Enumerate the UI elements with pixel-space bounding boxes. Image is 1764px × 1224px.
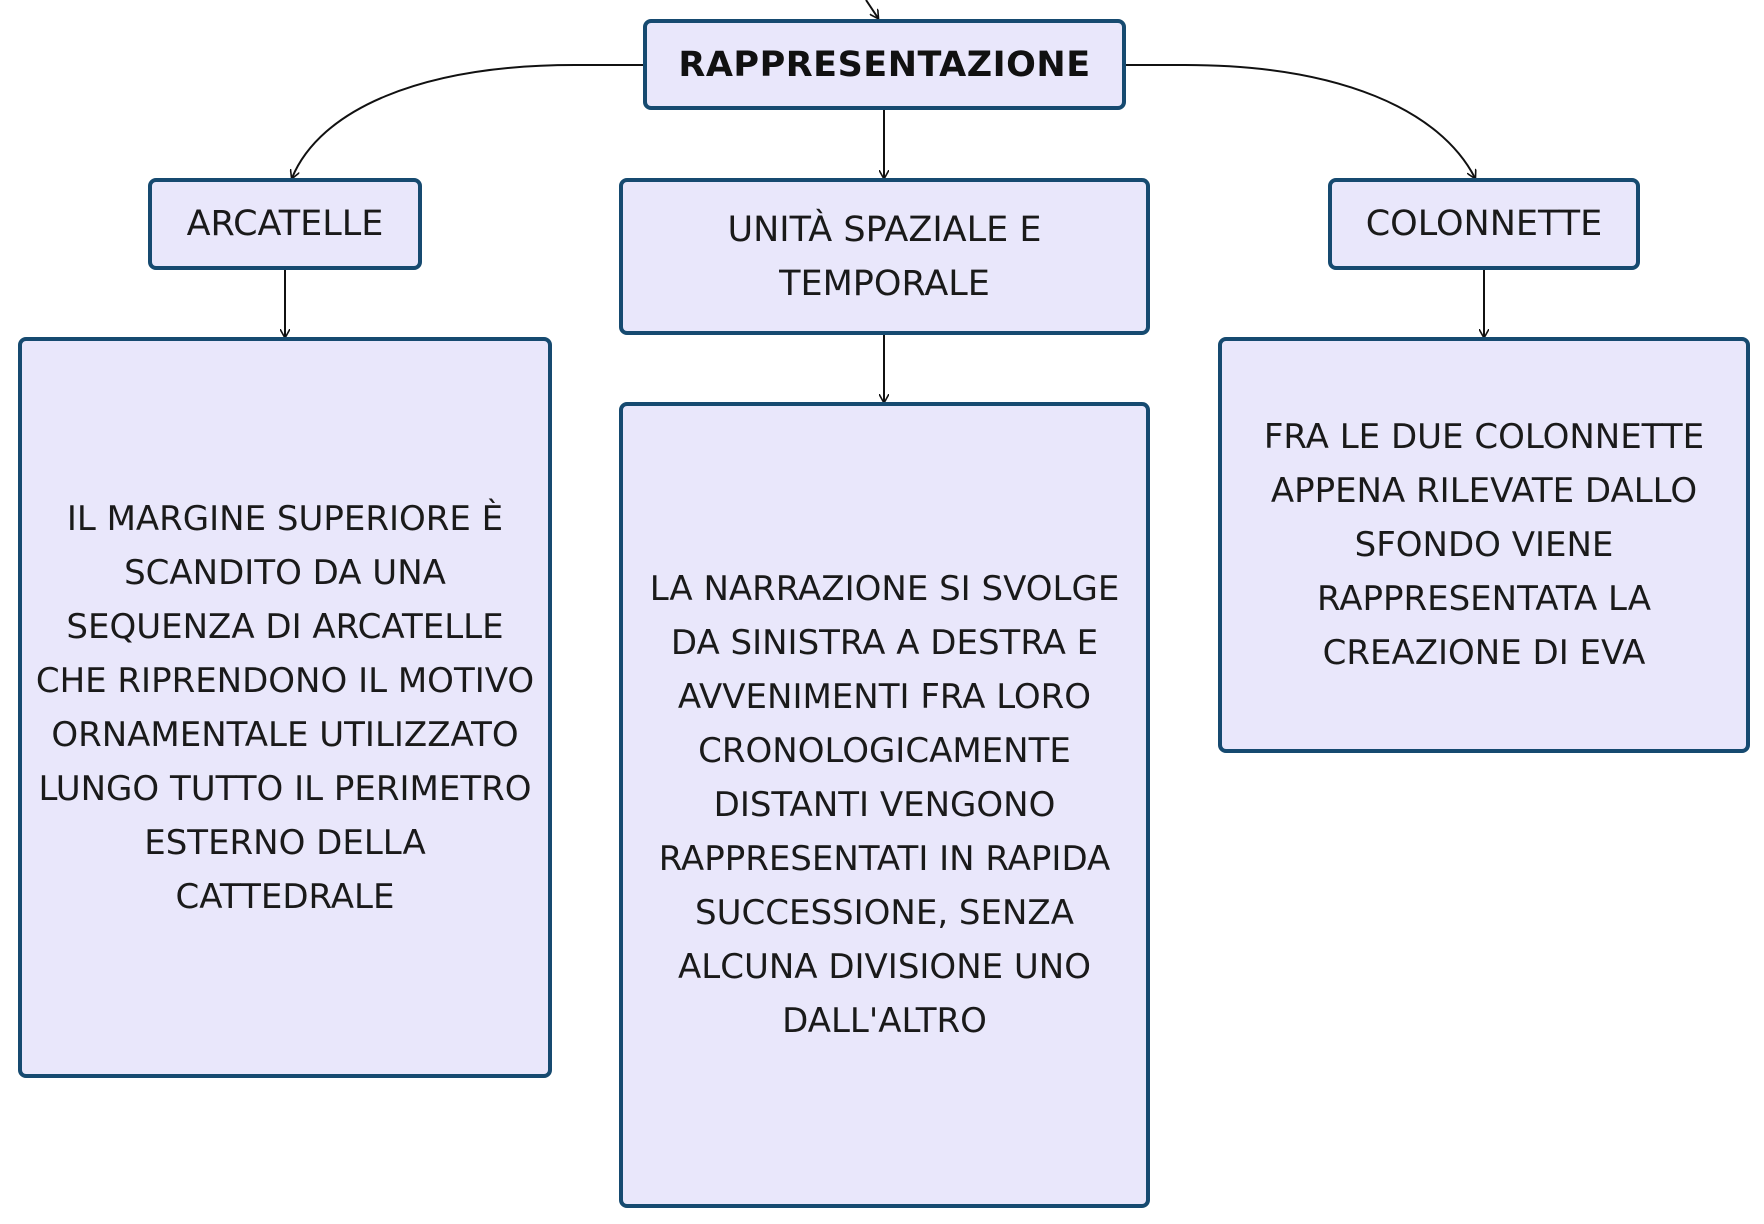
connector-root-to-colonnette [1126, 64, 1475, 178]
connector-root-to-arcatelle [292, 64, 643, 178]
colonnette-node: COLONNETTE [1328, 178, 1640, 270]
unita-node: UNITÀ SPAZIALE E TEMPORALE [619, 178, 1150, 335]
arcatelle-title: ARCATELLE [186, 204, 384, 244]
colonnette-text: FRA LE DUE COLONNETTE APPENA RILEVATE DA… [1263, 417, 1705, 673]
unita-text-node: LA NARRAZIONE SI SVOLGE DA SINISTRA A DE… [619, 402, 1150, 1208]
colonnette-text-node: FRA LE DUE COLONNETTE APPENA RILEVATE DA… [1218, 337, 1750, 753]
root-node: RAPPRESENTAZIONE [643, 19, 1126, 110]
arcatelle-node: ARCATELLE [148, 178, 422, 270]
incoming-connector [865, 0, 878, 18]
arcatelle-text-node: IL MARGINE SUPERIORE È SCANDITO DA UNA S… [18, 337, 552, 1078]
arcatelle-text: IL MARGINE SUPERIORE È SCANDITO DA UNA S… [35, 498, 535, 917]
colonnette-title: COLONNETTE [1365, 204, 1603, 244]
unita-text: LA NARRAZIONE SI SVOLGE DA SINISTRA A DE… [649, 569, 1120, 1041]
root-label: RAPPRESENTAZIONE [678, 44, 1091, 85]
unita-title: UNITÀ SPAZIALE E TEMPORALE [727, 209, 1042, 304]
